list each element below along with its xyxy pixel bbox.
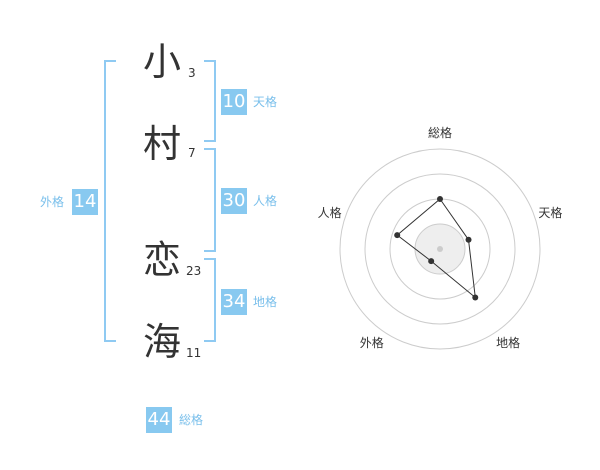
tenkaku-bracket: [204, 60, 216, 142]
radar-axis-label: 外格: [360, 335, 384, 350]
radar-axis-label: 人格: [318, 205, 342, 220]
name-char-3: 恋: [142, 238, 181, 282]
gaikaku-label: 外格: [40, 195, 65, 209]
jinkaku-bracket: [204, 148, 216, 252]
jinkaku-label: 人格: [253, 194, 278, 208]
radar-axis-label: 天格: [538, 205, 562, 220]
radar-axis-label: 総格: [428, 125, 452, 140]
tenkaku-score: 10: [221, 89, 247, 115]
radar-ring: [364, 173, 516, 325]
stroke-count-3: 23: [186, 264, 202, 278]
radar-points: [394, 196, 479, 301]
name-char-4: 海: [142, 320, 181, 364]
chikaku-score: 34: [221, 289, 247, 315]
stroke-count-4: 11: [186, 346, 202, 360]
gaikaku-score: 14: [72, 189, 98, 215]
radar-point: [428, 258, 435, 265]
chikaku-bracket: [204, 258, 216, 342]
soukaku-score: 44: [146, 407, 172, 433]
chikaku-label: 地格: [253, 295, 278, 309]
stroke-count-2: 7: [188, 146, 196, 160]
jinkaku-score: 30: [221, 188, 247, 214]
tenkaku-label: 天格: [253, 95, 278, 109]
radar-ring: [339, 148, 541, 350]
radar-point: [472, 294, 479, 301]
radar-center-dot: [437, 246, 443, 252]
name-char-1: 小: [142, 40, 181, 84]
gaikaku-bracket: [104, 60, 116, 342]
radar-point: [437, 196, 443, 202]
radar-point: [465, 236, 472, 243]
radar-axis-label: 地格: [496, 335, 520, 350]
radar-point: [394, 232, 401, 239]
name-char-2: 村: [142, 122, 181, 166]
radar-polygon: [396, 198, 476, 299]
soukaku-label: 総格: [179, 413, 204, 427]
stroke-count-1: 3: [188, 66, 196, 80]
radar-grid: [339, 148, 541, 350]
